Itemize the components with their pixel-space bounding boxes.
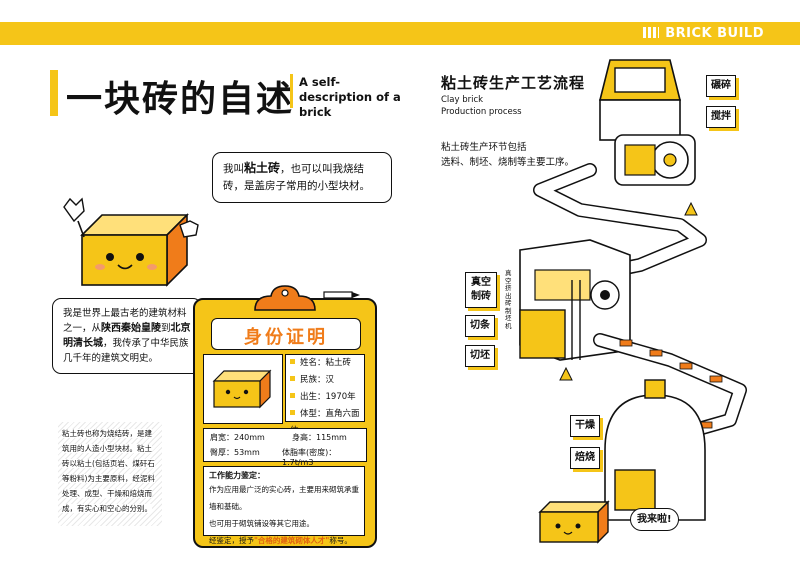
title-accent bbox=[50, 70, 58, 116]
brick-character-illustration bbox=[63, 197, 199, 287]
card-header: 身份证明 bbox=[211, 318, 361, 350]
ability-line: 作为应用最广泛的实心砖，主要用来砌筑承重墙和基础。 bbox=[209, 485, 359, 511]
card-title: 身份证明 bbox=[244, 327, 328, 348]
step-crush: 碾碎 bbox=[706, 75, 736, 97]
identity-card: 身份证明 姓名：粘土砖 民族：汉 出生：1970年 体型：直角六面体 肩宽：24… bbox=[193, 285, 377, 548]
info-name: 姓名：粘土砖 bbox=[290, 355, 364, 372]
bubble-text: 我是世界上最古老的建筑材料之一，从 bbox=[63, 308, 187, 334]
stat-density: 体脂率(密度)：1.7t/m3 bbox=[282, 448, 337, 467]
clip-icon bbox=[254, 285, 316, 311]
page-title: 一块砖的自述 bbox=[66, 79, 295, 120]
page-subtitle: A self-description of a brick bbox=[299, 75, 401, 119]
bubble-highlight: 陕西秦始皇陵 bbox=[101, 323, 162, 334]
stat-height: 身高：115mm bbox=[292, 433, 347, 442]
info-birth: 出生：1970年 bbox=[290, 389, 364, 406]
process-description: 粘土砖生产环节包括 选料、制坯、烧制等主要工序。 bbox=[441, 140, 574, 170]
pencil-icon bbox=[323, 291, 360, 299]
bubble-highlight: 粘土砖 bbox=[244, 161, 281, 175]
info-panel: 姓名：粘土砖 民族：汉 出生：1970年 体型：直角六面体 bbox=[285, 354, 365, 436]
step-fire: 焙烧 bbox=[570, 447, 600, 469]
ability-verdict-pre: 经鉴定，授予 bbox=[209, 536, 254, 545]
stat-width: 肩宽：240mm bbox=[210, 433, 265, 442]
speech-bubble-history: 我是世界上最古老的建筑材料之一，从陕西秦始皇陵到北京明清长城，我传承了中华民族几… bbox=[52, 298, 202, 374]
production-line-illustration bbox=[519, 59, 747, 544]
bubble-text: ，也可以叫我烧结砖，是盖房子常用的小型块材。 bbox=[223, 163, 370, 192]
process-desc-line: 选料、制坯、烧制等主要工序。 bbox=[441, 157, 575, 168]
step-cut-strip: 切条 bbox=[465, 315, 495, 337]
brick-portrait-icon bbox=[212, 369, 272, 409]
info-ethnicity: 民族：汉 bbox=[290, 372, 364, 389]
ability-verdict-post: 称号。 bbox=[329, 536, 352, 545]
brand-name: BRICK BUILD bbox=[665, 26, 764, 41]
header-bar: BRICK BUILD bbox=[0, 22, 800, 45]
definition-note: 粘土砖也称为烧结砖，是建筑用的人造小型块材。粘土砖以粘土(包括页岩、煤矸石等粉料… bbox=[58, 422, 162, 526]
step-dry: 干燥 bbox=[570, 415, 600, 437]
ability-line: 也可用于砌筑铺设等其它用途。 bbox=[209, 519, 314, 528]
subtitle-accent bbox=[290, 74, 293, 108]
step-mix: 搅拌 bbox=[706, 106, 736, 128]
ability-title: 工作能力鉴定： bbox=[209, 471, 265, 480]
ability-panel: 工作能力鉴定： 作为应用最广泛的实心砖，主要用来砌筑承重墙和基础。 也可用于砌筑… bbox=[203, 466, 365, 545]
step-cut-blank: 切坯 bbox=[465, 345, 495, 367]
bubble-highlight: 北京明清长城 bbox=[63, 323, 191, 349]
bubble-text: 到 bbox=[161, 323, 171, 334]
speech-bubble-intro: 我叫粘土砖，也可以叫我烧结砖，是盖房子常用的小型块材。 bbox=[212, 152, 392, 203]
brand-logo: BRICK BUILD bbox=[643, 22, 764, 45]
bubble-text: ，我传承了中华民族几千年的建筑文明史。 bbox=[63, 338, 189, 364]
ability-verdict-title: "合格的建筑砌体人才" bbox=[254, 536, 330, 545]
definition-text: 粘土砖也称为烧结砖，是建筑用的人造小型块材。粘土砖以粘土(包括页岩、煤矸石等粉料… bbox=[62, 429, 155, 513]
process-subtitle: Clay brick Production process bbox=[441, 94, 522, 118]
process-desc-line: 粘土砖生产环节包括 bbox=[441, 142, 527, 153]
portrait-panel bbox=[203, 354, 283, 424]
brick-speech-bubble: 我来啦! bbox=[630, 508, 679, 531]
bubble-text: 我叫 bbox=[223, 163, 244, 175]
stats-panel: 肩宽：240mm 身高：115mm 臀厚：53mm 体脂率(密度)：1.7t/m… bbox=[203, 428, 367, 467]
step-vacuum-brick: 真空制砖 bbox=[465, 272, 497, 308]
ability-verdict: 经鉴定，授予"合格的建筑砌体人才"称号。 bbox=[209, 532, 359, 549]
process-subtitle-line: Clay brick bbox=[441, 95, 484, 105]
machine-label: 真空挤出砖制坯机 bbox=[505, 269, 512, 330]
stat-thickness: 臀厚：53mm bbox=[210, 448, 260, 457]
process-title: 粘土砖生产工艺流程 bbox=[441, 74, 586, 92]
process-subtitle-line: Production process bbox=[441, 107, 522, 117]
brick-logo-icon bbox=[643, 27, 660, 38]
